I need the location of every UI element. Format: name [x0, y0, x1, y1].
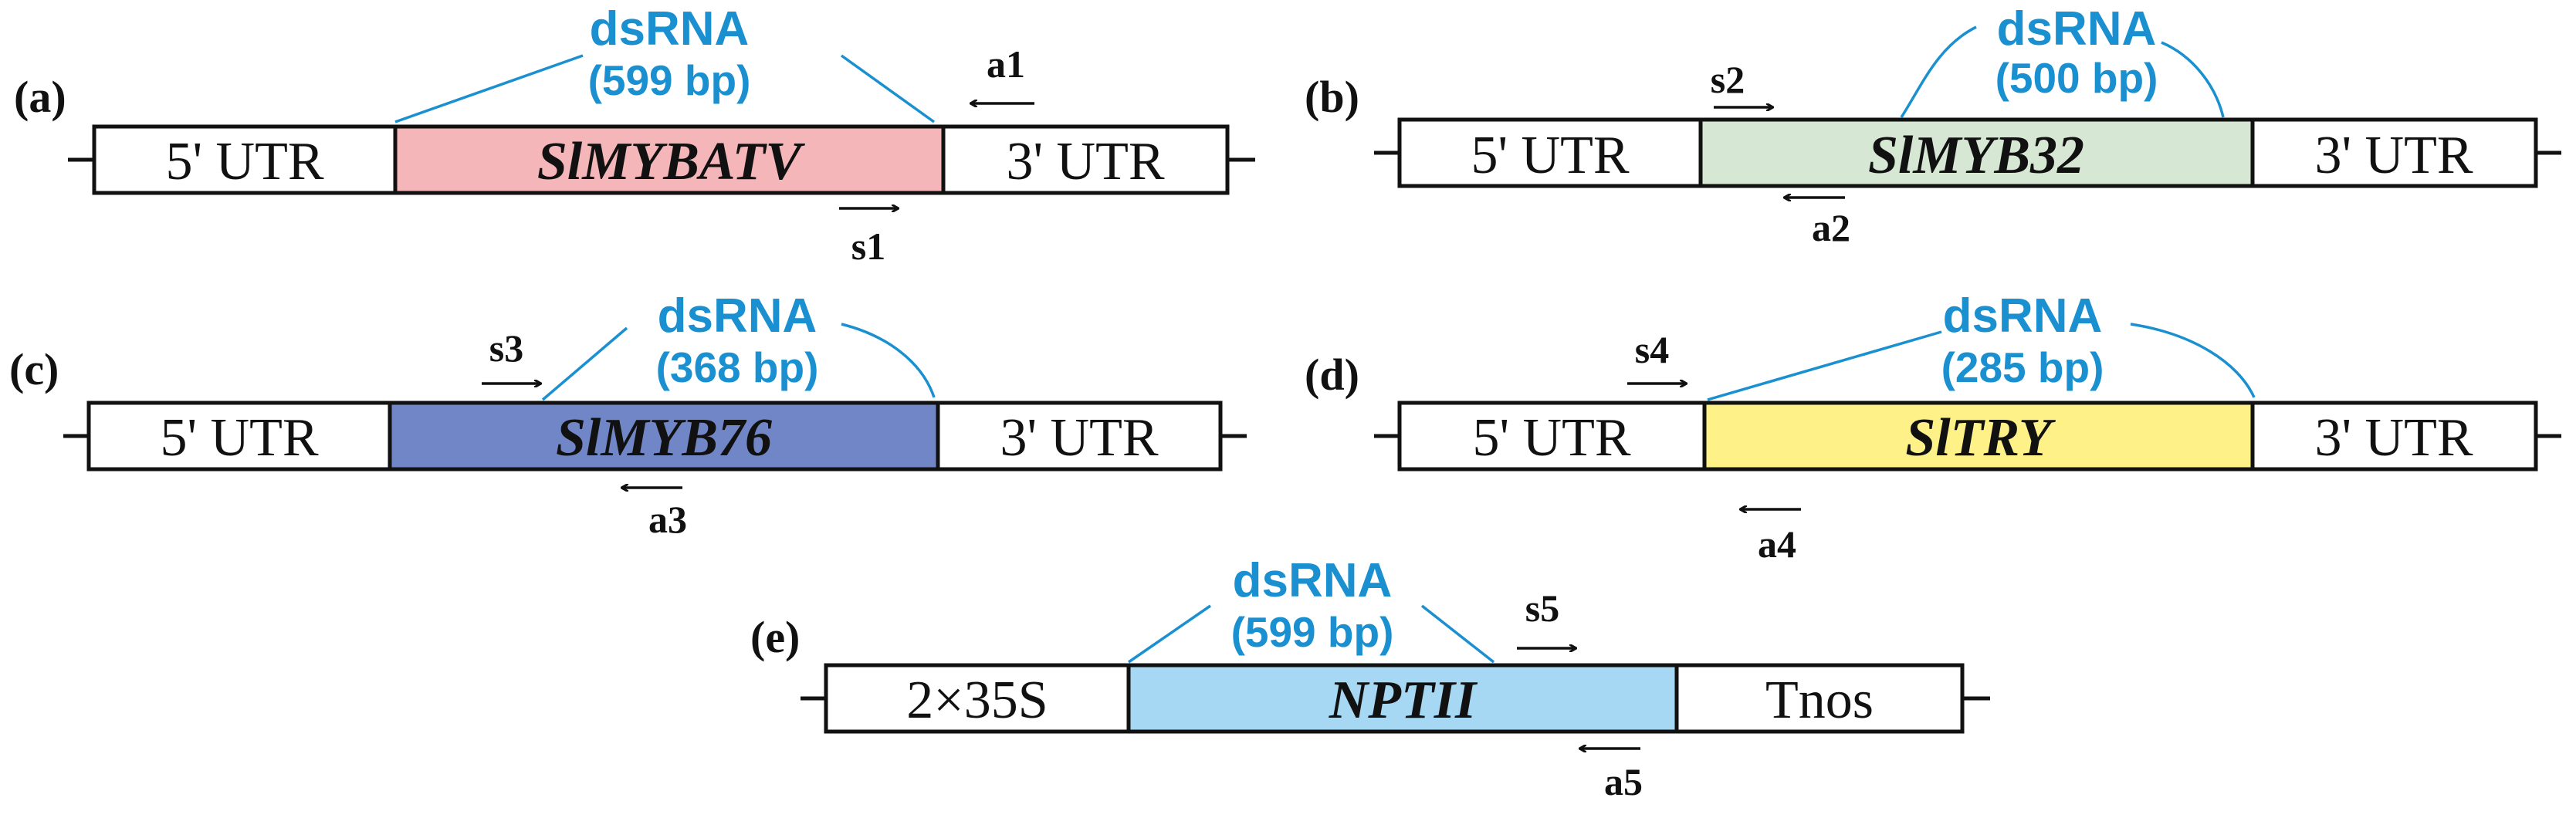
left-region-e [824, 663, 1131, 734]
right-region-c [936, 401, 1223, 472]
panel-label-c: (c) [9, 344, 59, 394]
right-region-label-e: Tnos [1765, 671, 1874, 730]
construct-a: (a) 5' UTR SlMYBATV 3' UTR dsRNA (599 bp… [14, 2, 1255, 268]
primer-s2-label: s2 [1711, 58, 1745, 101]
right-region-label-a: 3' UTR [1006, 132, 1164, 191]
right-region-a [941, 124, 1230, 195]
panel-label-e: (e) [750, 612, 800, 662]
left-region-b [1397, 117, 1703, 188]
gene-name-a: SlMYBATV [537, 132, 806, 191]
dsrna-connector-left-a [394, 54, 584, 123]
construct-d: (d) 5' UTR SlTRY 3' UTR dsRNA (285 bp) s… [1305, 289, 2561, 566]
gene-name-d: SlTRY [1905, 408, 2056, 468]
dsrna-length-b: (500 bp) [1995, 54, 2158, 102]
dsrna-label-b: dsRNA [1997, 2, 2157, 56]
dsrna-connector-right-c [841, 323, 936, 398]
construct-e: (e) 2×35S NPTII Tnos dsRNA (599 bp) s5 a… [750, 554, 1990, 803]
gene-name-c: SlMYB76 [556, 408, 772, 468]
dsrna-connector-right-a [840, 54, 936, 123]
primer-s4-label: s4 [1635, 328, 1669, 371]
primer-s5-label: s5 [1525, 586, 1559, 630]
gene-region-d [1702, 401, 2255, 472]
primer-a5-label: a5 [1604, 760, 1643, 803]
dsrna-length-e: (599 bp) [1231, 608, 1394, 656]
dsrna-length-a: (599 bp) [588, 56, 751, 104]
gene-region-c [388, 401, 940, 472]
left-region-c [86, 401, 392, 472]
gene-region-b [1698, 117, 2255, 188]
left-region-label-d: 5' UTR [1472, 408, 1630, 468]
dsrna-connector-right-d [2130, 323, 2256, 398]
left-region-label-b: 5' UTR [1471, 126, 1629, 185]
dsrna-connector-right-e [1420, 604, 1495, 664]
primer-a3-label: a3 [648, 498, 687, 541]
dsrna-connector-left-b [1900, 25, 1977, 118]
right-region-label-b: 3' UTR [2314, 126, 2473, 185]
primer-a2-label: a2 [1812, 206, 1850, 249]
gene-name-b: SlMYB32 [1868, 126, 2084, 185]
construct-b: (b) 5' UTR SlMYB32 3' UTR dsRNA (500 bp)… [1305, 2, 2561, 249]
right-region-d [2250, 401, 2538, 472]
panel-label-d: (d) [1305, 350, 1359, 400]
left-region-label-c: 5' UTR [160, 408, 318, 468]
dsrna-label-e: dsRNA [1233, 554, 1393, 607]
left-region-d [1397, 401, 1707, 472]
dsrna-length-d: (285 bp) [1941, 343, 2104, 391]
left-region-label-a: 5' UTR [165, 132, 323, 191]
dsrna-label-c: dsRNA [658, 289, 817, 343]
right-region-e [1674, 663, 1965, 734]
panel-label-b: (b) [1305, 72, 1359, 122]
gene-name-e: NPTII [1329, 671, 1478, 730]
dsrna-connector-left-d [1707, 330, 1942, 401]
right-region-b [2250, 117, 2538, 188]
primer-s3-label: s3 [489, 326, 523, 370]
dsrna-connector-right-b [2161, 41, 2225, 118]
right-region-label-d: 3' UTR [2314, 408, 2473, 468]
dsrna-length-c: (368 bp) [656, 343, 819, 391]
panel-label-a: (a) [14, 72, 66, 122]
dsrna-label-a: dsRNA [590, 2, 750, 56]
primer-a1-label: a1 [987, 42, 1025, 86]
dsrna-connector-left-e [1128, 604, 1211, 664]
left-region-label-e: 2×35S [906, 671, 1048, 730]
right-region-label-c: 3' UTR [1000, 408, 1158, 468]
primer-a4-label: a4 [1758, 522, 1796, 566]
dsrna-label-d: dsRNA [1943, 289, 2103, 343]
primer-s1-label: s1 [851, 225, 885, 268]
construct-c: (c) 5' UTR SlMYB76 3' UTR dsRNA (368 bp)… [9, 289, 1247, 541]
dsrna-connector-left-c [541, 326, 628, 401]
